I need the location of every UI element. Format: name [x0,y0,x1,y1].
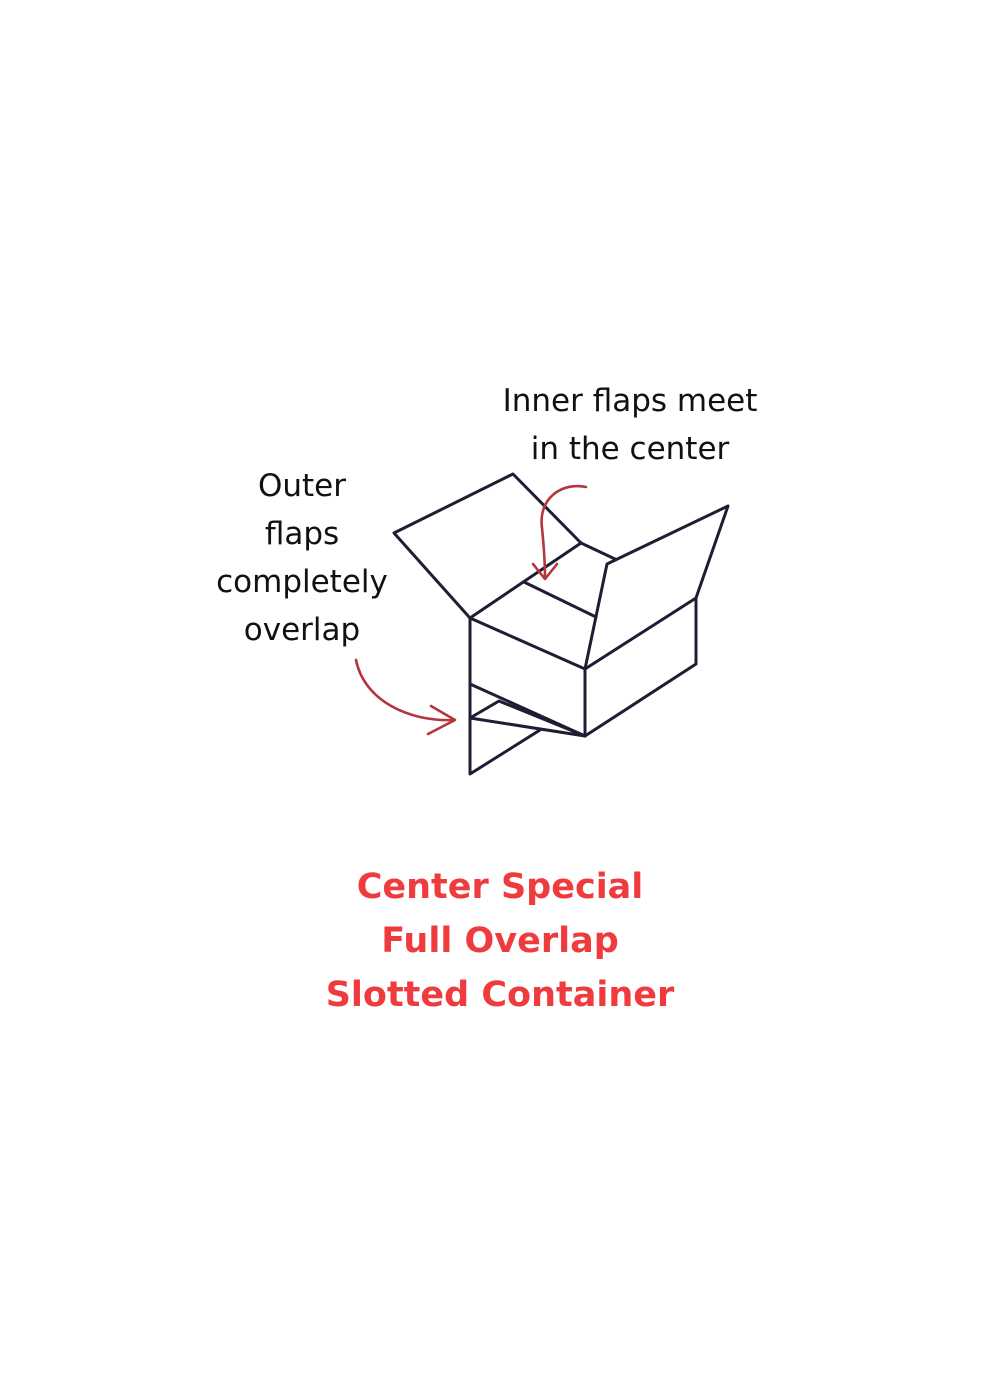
diagram-title: Center Special Full Overlap Slotted Cont… [250,860,750,1022]
right-outer-flap [583,504,730,671]
bottom-overlap-flaps [468,682,587,776]
title-line: Full Overlap [381,921,619,961]
title-line: Center Special [356,867,644,907]
curved-arrow-icon [354,658,457,736]
title-line: Slotted Container [325,975,675,1015]
annotation-line: in the center [530,431,730,467]
outer-flaps-annotation: Outer flaps completely overlap [192,462,412,654]
box-back-rim [579,541,617,561]
curved-arrow-icon [531,484,588,581]
annotation-line: flaps [264,516,340,552]
annotation-line: Outer [257,468,347,504]
box-front-right-face [583,596,698,738]
annotation-line: completely [216,564,388,600]
inner-flaps-annotation: Inner flaps meet in the center [480,377,780,473]
annotation-line: overlap [243,612,361,648]
left-outer-flap [392,472,583,620]
open-box-icon [392,472,730,776]
box-front-left-face [468,616,587,738]
inner-flap [468,541,598,620]
annotation-line: Inner flaps meet [502,383,758,419]
